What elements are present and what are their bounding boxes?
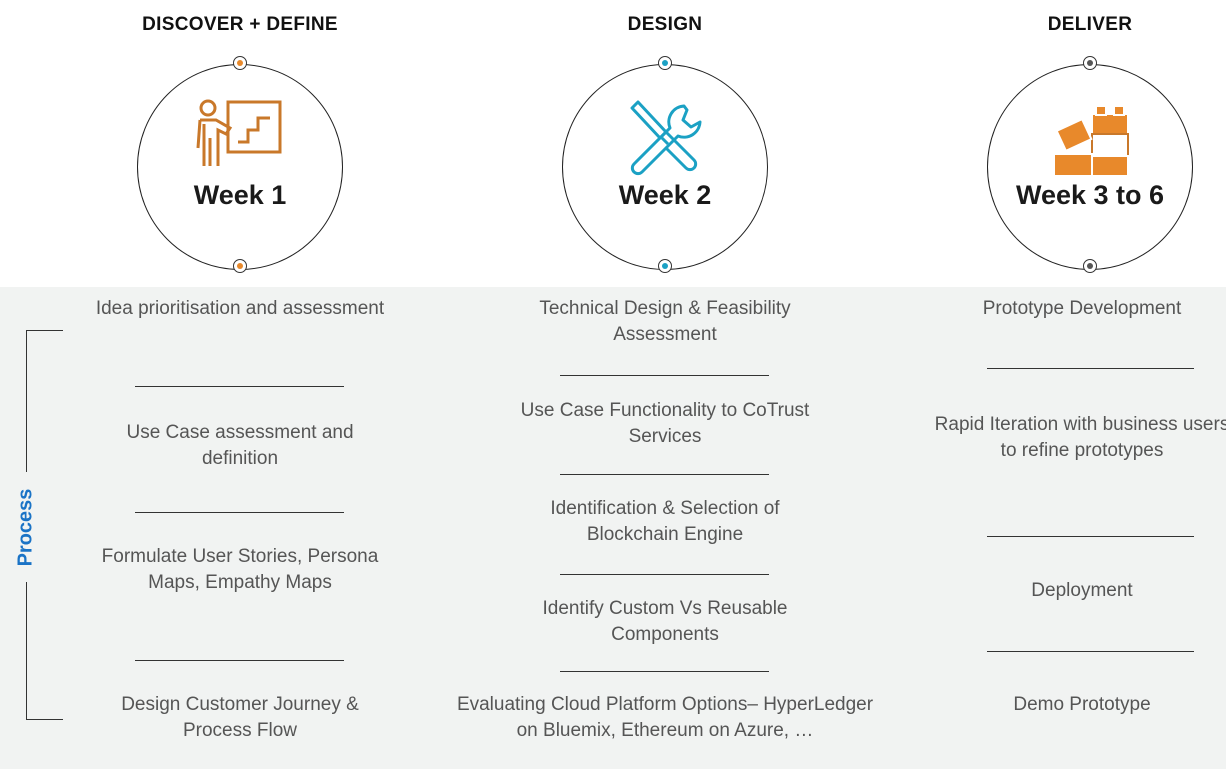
process-step: Technical Design & Feasibility Assessmen… [539,298,791,345]
tools-icon [630,100,702,176]
process-step: Deployment [1031,580,1133,601]
process-step: Use Case Functionality to CoTrust Servic… [520,400,810,447]
process-step: Design Customer Journey & Process Flow [121,694,359,741]
top-node-dot [658,56,672,70]
phase-title-discover-define: DISCOVER + DEFINE [142,14,338,35]
building-blocks-icon [1053,105,1129,177]
divider [135,660,344,661]
process-step: Idea prioritisation and assessment [95,298,385,319]
process-step: Evaluating Cloud Platform Options– Hyper… [456,694,874,741]
bottom-node-dot [233,259,247,273]
process-step: Identification & Selection of Blockchain… [550,498,780,545]
divider [135,386,344,387]
process-step: Formulate User Stories, Persona Maps, Em… [101,546,379,593]
process-step: Identify Custom Vs Reusable Components [542,598,788,645]
phase-title-design: DESIGN [627,14,703,35]
process-label-text: Process [14,488,37,566]
week-label: Week 3 to 6 [1015,180,1165,210]
week-label: Week 2 [618,180,712,210]
process-step: Use Case assessment and definition [126,422,354,469]
divider [135,512,344,513]
divider [987,651,1194,652]
process-step: Prototype Development [982,298,1182,319]
phase-title-deliver: DELIVER [1047,14,1133,35]
bottom-node-dot [658,259,672,273]
process-label: Process [8,472,44,582]
divider [560,671,769,672]
week-label: Week 1 [193,180,287,210]
divider [987,368,1194,369]
divider [560,474,769,475]
process-step: Rapid Iteration with business users to r… [934,414,1226,461]
divider [560,375,769,376]
divider [560,574,769,575]
process-panel [0,287,1226,769]
top-node-dot [233,56,247,70]
top-node-dot [1083,56,1097,70]
process-step: Demo Prototype [1013,694,1151,715]
divider [987,536,1194,537]
presentation-icon [196,99,282,166]
bottom-node-dot [1083,259,1097,273]
